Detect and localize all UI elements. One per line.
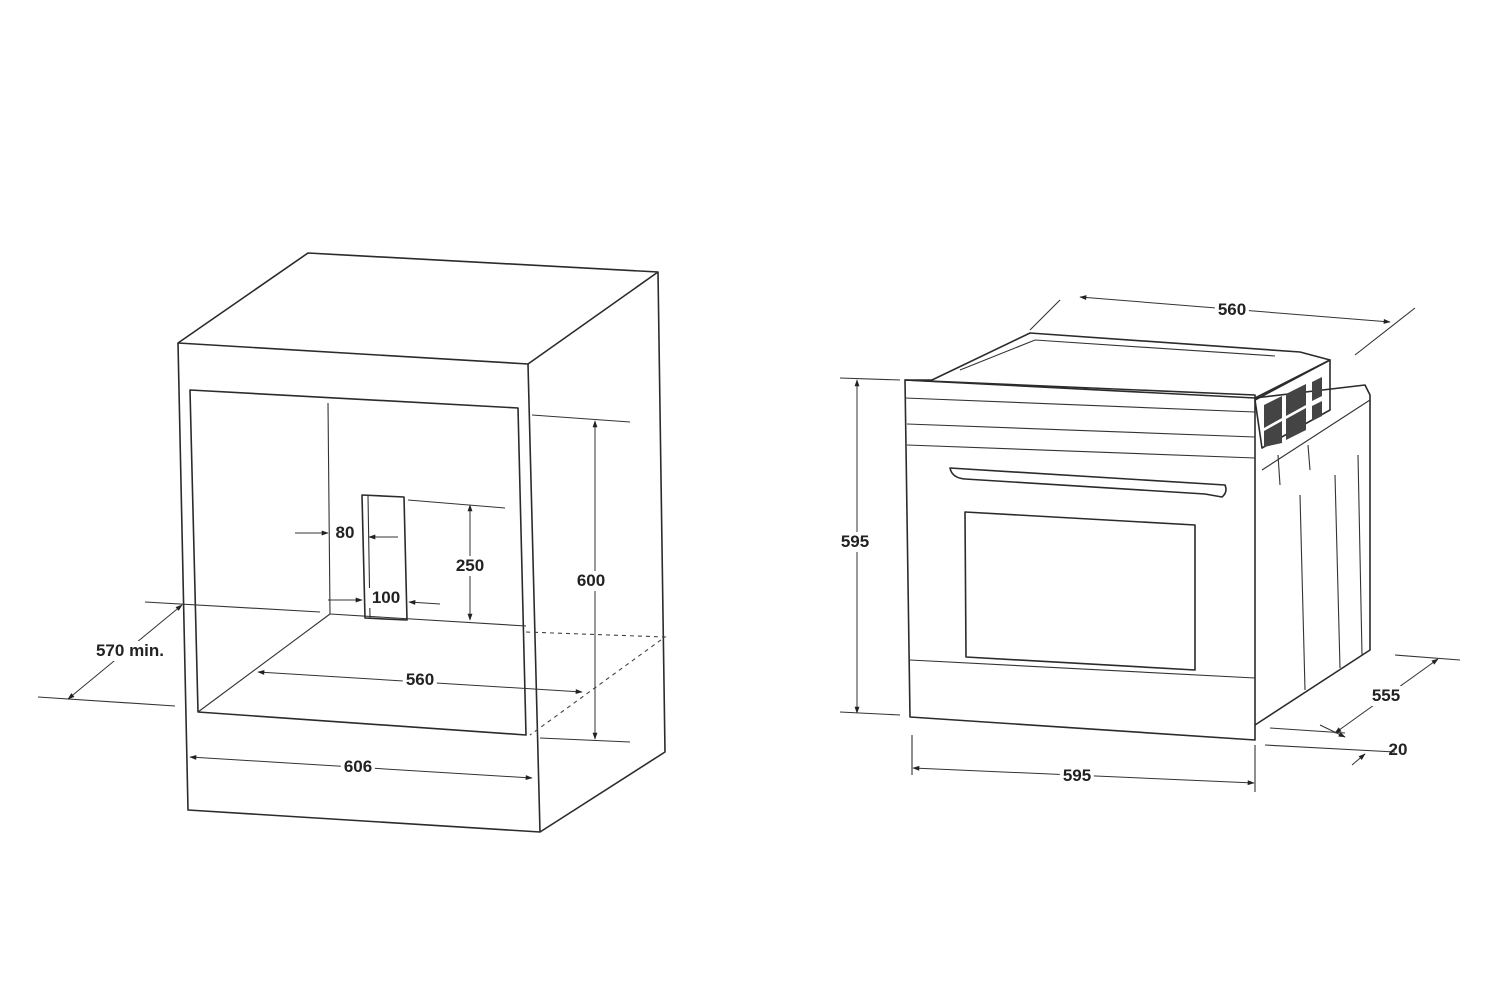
- cabinet-side-face: [539, 271, 666, 833]
- oven-front: [904, 379, 1256, 741]
- cabinet-back-corner: [327, 402, 331, 615]
- extension-line: [531, 414, 631, 423]
- oven-top-width-label: 560: [1214, 300, 1250, 320]
- cabinet-front-face: [177, 342, 541, 833]
- extension-line: [1394, 654, 1461, 661]
- oven-bracket: [1307, 444, 1311, 471]
- oven-panel-line: [906, 423, 1256, 438]
- dimension-20-arrow-bottom: [1351, 753, 1366, 766]
- oven-window: [964, 511, 1196, 671]
- oven-side-rail: [1261, 399, 1371, 471]
- cabinet-floor-diagonal: [197, 613, 331, 713]
- cabinet-drawing: [37, 252, 667, 833]
- oven-panel-line: [906, 444, 1256, 459]
- oven-panel-line: [904, 397, 1256, 413]
- cabinet-height-label: 600: [573, 571, 609, 591]
- slot-width-label: 100: [368, 588, 404, 608]
- extension-line: [1354, 307, 1416, 356]
- oven-bracket: [1277, 454, 1281, 486]
- dimension-100-arrow-right: [408, 599, 441, 605]
- oven-side-rib: [1334, 474, 1341, 669]
- extension-line: [37, 696, 176, 707]
- slot-height-label: 250: [452, 556, 488, 576]
- extension-line: [539, 737, 631, 743]
- cabinet-hidden-lines: [525, 631, 667, 736]
- oven-side: [1254, 384, 1371, 726]
- cabinet-back-floor-line: [329, 613, 527, 627]
- oven-vent-box: [1254, 359, 1331, 449]
- oven-front-thickness-label: 20: [1388, 740, 1408, 759]
- vent-grille-icon: [1264, 377, 1322, 447]
- dimension-20-arrow-top: [1319, 724, 1346, 738]
- slot-offset-label: 80: [332, 523, 358, 543]
- inner-width-label: 560: [402, 670, 438, 690]
- oven-drawing: [839, 295, 1461, 792]
- oven-top: [904, 332, 1331, 399]
- extension-line: [1264, 744, 1396, 753]
- extension-line: [839, 711, 901, 716]
- oven-door-handle[interactable]: [949, 467, 1227, 498]
- extension-line: [1269, 727, 1346, 734]
- cabinet-top-face: [177, 252, 659, 365]
- extension-line: [839, 377, 901, 381]
- oven-depth-label: 555: [1368, 686, 1404, 706]
- oven-side-rib: [1299, 494, 1306, 691]
- ventilation-slot: [361, 494, 408, 621]
- extension-line: [407, 499, 506, 509]
- depth-min-label: 570 min.: [92, 641, 168, 661]
- oven-side-rib: [1357, 454, 1363, 656]
- extension-line: [1029, 299, 1061, 331]
- oven-height-label: 595: [837, 532, 873, 552]
- oven-width-label: 595: [1059, 766, 1095, 786]
- oven-bottom-strip: [909, 659, 1256, 679]
- outer-width-label: 606: [340, 757, 376, 777]
- oven-top-panel: [959, 339, 1276, 371]
- extension-line: [144, 601, 321, 613]
